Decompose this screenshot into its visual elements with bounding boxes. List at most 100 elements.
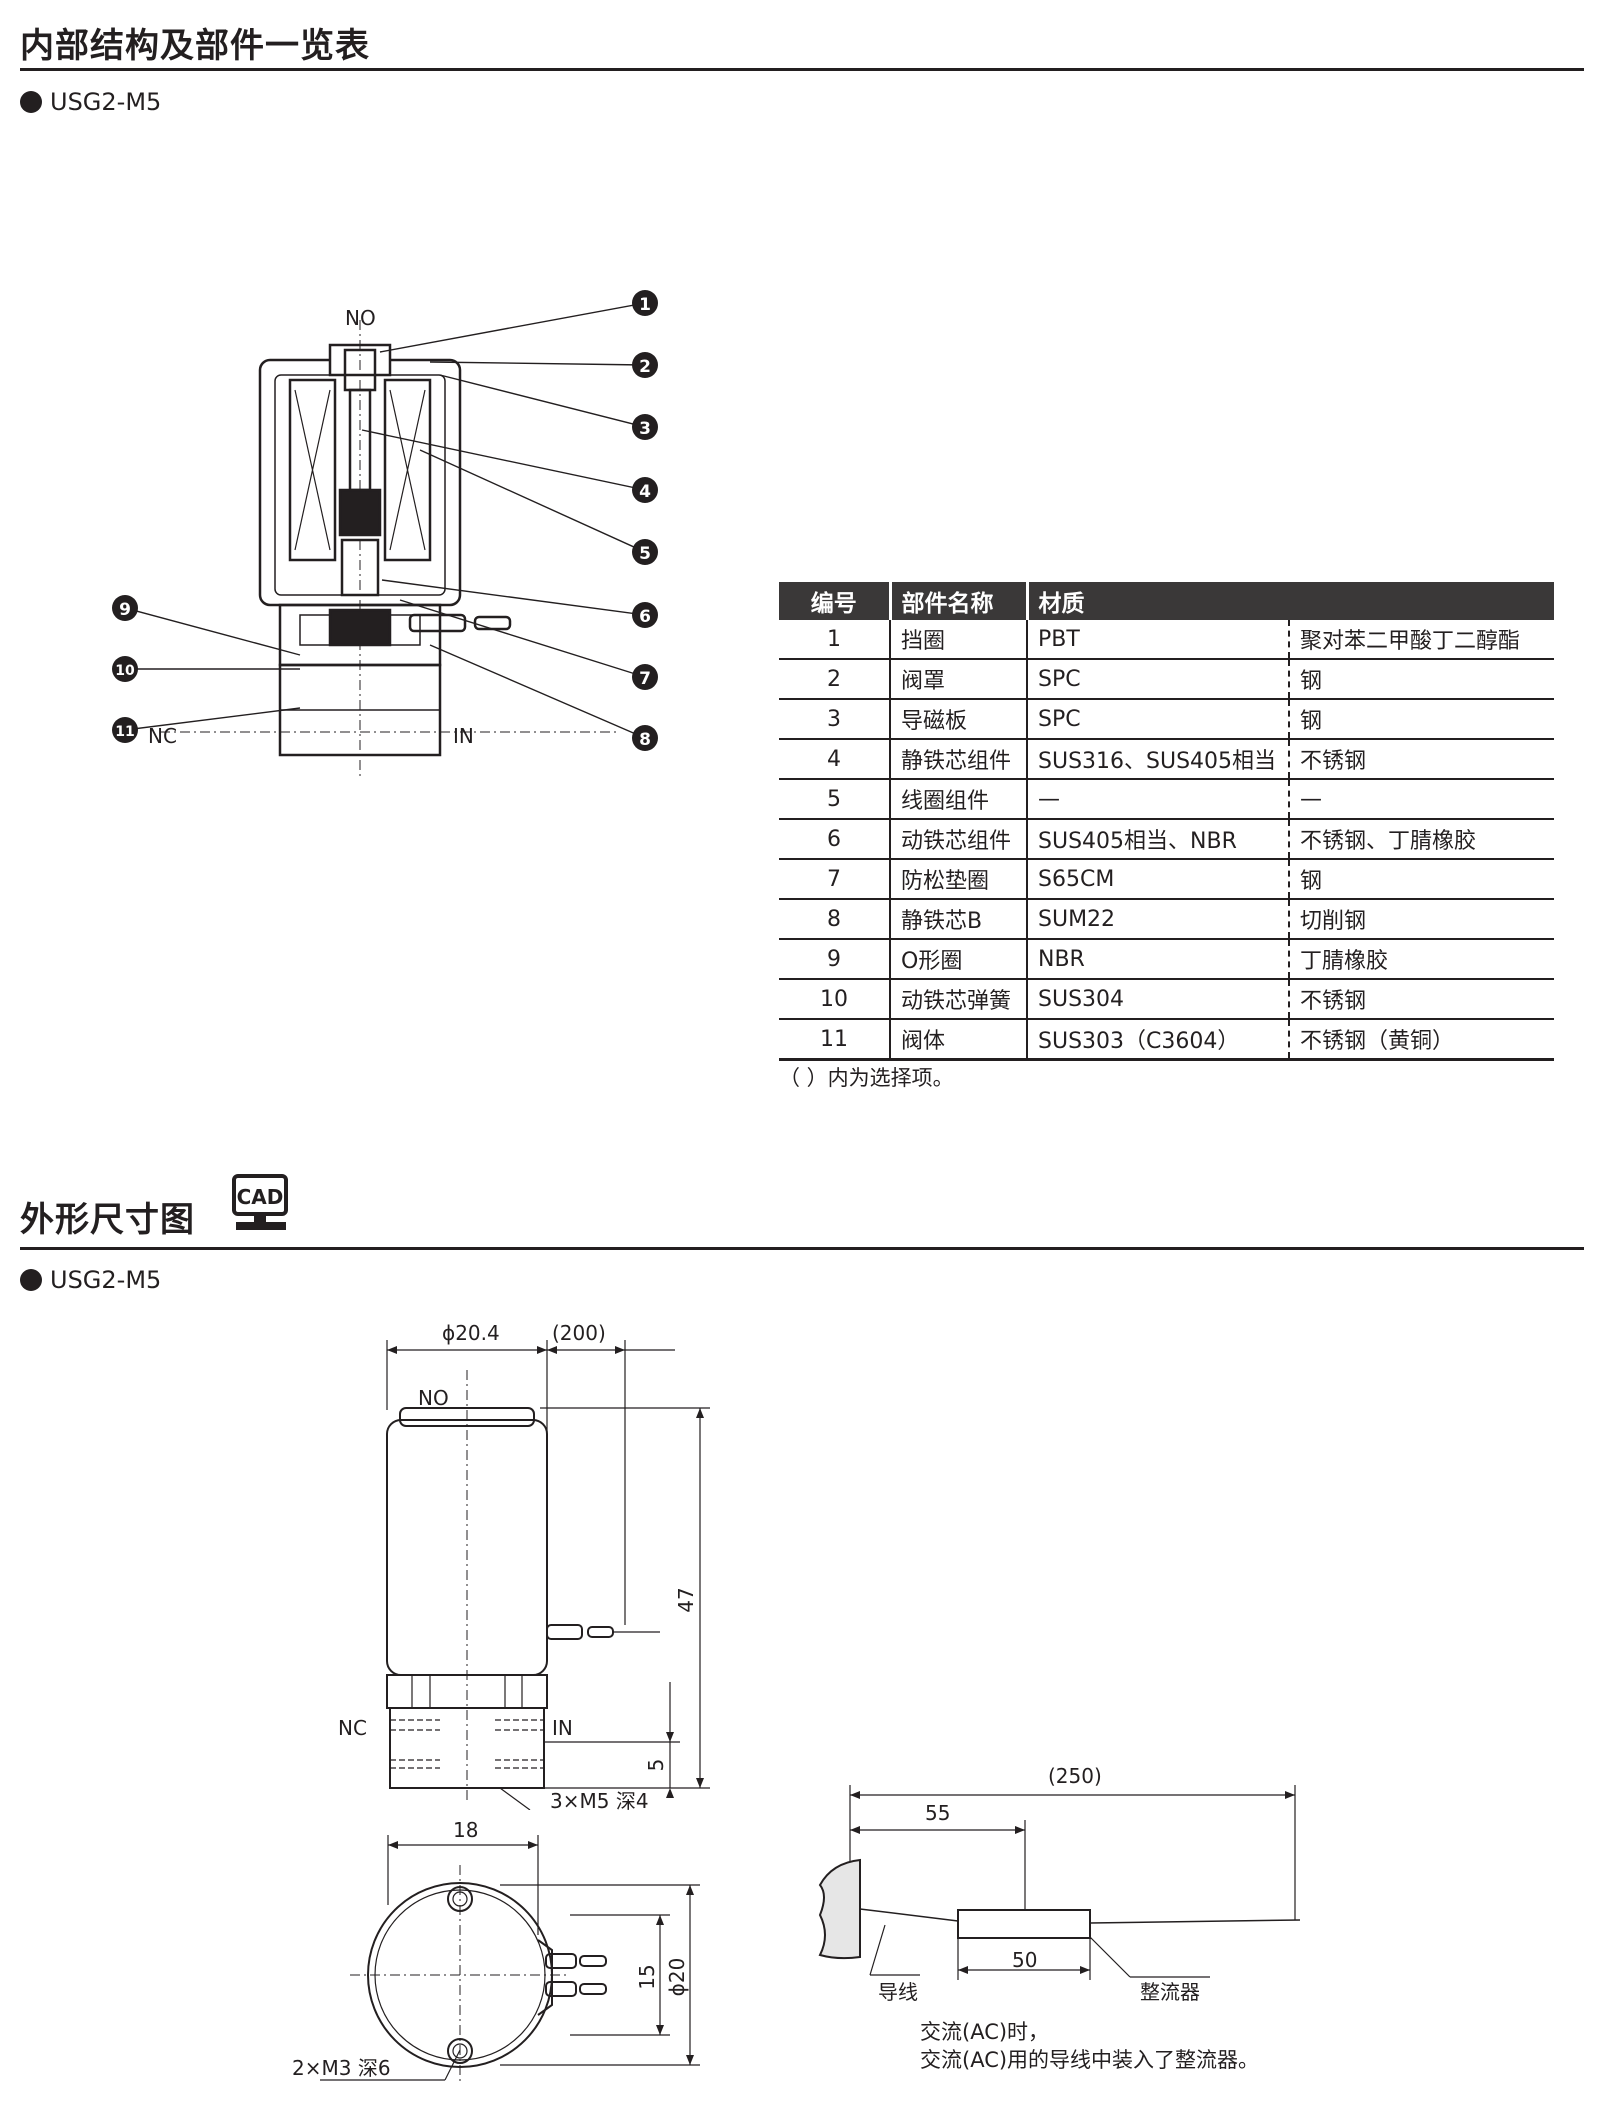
cell-desc: 丁腈橡胶 [1288,939,1554,980]
cell-material: SUS316、SUS405相当 [1026,739,1289,780]
callout-4: 4 [632,477,658,503]
dim-diameter-20: ɸ20 [665,1958,689,1997]
cell-no: 11 [779,1019,890,1061]
callout-10: 10 [112,656,138,682]
cad-icon[interactable]: CAD [230,1174,294,1232]
bullet-icon [20,1269,42,1291]
coil-right [383,378,432,562]
callout-6: 6 [632,602,658,628]
svg-text:2: 2 [639,357,651,377]
cell-material: SUS304 [1026,979,1289,1020]
cross-section-diagram: NO NC IN 1 2 3 4 5 6 7 8 9 10 11 [112,290,658,780]
cell-name: 动铁芯弹簧 [889,979,1027,1020]
dim-55: 55 [925,1801,950,1825]
cell-desc: — [1288,779,1554,820]
cell-no: 10 [779,979,890,1020]
ac-note: 交流(AC)时， 交流(AC)用的导线中装入了整流器。 [920,2018,1259,2074]
port-in-label: IN [453,724,474,748]
label-lead-wire: 导线 [878,1980,918,2004]
callout-2: 2 [632,352,658,378]
cell-name: 防松垫圈 [889,859,1027,900]
ac-note-line2: 交流(AC)用的导线中装入了整流器。 [920,2048,1260,2072]
cell-material: — [1026,779,1289,820]
header-material: 材质 [1025,582,1554,620]
cell-no: 7 [779,859,890,900]
cell-name: 挡圈 [889,620,1027,660]
cell-desc: 切削钢 [1288,899,1554,940]
lead-wire-drawing: (250) 55 50 导线 整流器 [818,1764,1301,2004]
svg-text:3: 3 [639,419,651,439]
label-rectifier: 整流器 [1140,1980,1200,2004]
body-block [389,1707,545,1789]
cell-no: 5 [779,779,890,820]
header-no: 编号 [779,582,890,620]
section-title-internal-structure: 内部结构及部件一览表 [20,26,370,66]
ac-note-line1: 交流(AC)时， [920,2020,1050,2044]
port-no-label: NO [345,306,376,330]
dim-18: 18 [453,1818,478,1842]
dim-50: 50 [1012,1948,1037,1972]
cell-material: SUM22 [1026,899,1289,940]
cell-no: 6 [779,819,890,860]
cell-material: SUS303（C3604） [1026,1019,1289,1061]
section-rule [20,1247,1584,1250]
cell-desc: 钢 [1288,699,1554,740]
cell-material: SUS405相当、NBR [1026,819,1289,860]
cell-name: 线圈组件 [889,779,1027,820]
cell-no: 3 [779,699,890,740]
svg-text:10: 10 [115,663,135,679]
cell-desc: 不锈钢（黄铜） [1288,1019,1554,1061]
cell-no: 9 [779,939,890,980]
bullet-icon [20,91,42,113]
section-title-dimensions: 外形尺寸图 [20,1200,195,1240]
cell-no: 2 [779,659,890,700]
callout-9: 9 [112,595,138,621]
cell-material: S65CM [1026,859,1289,900]
port-no-label: NO [418,1386,449,1410]
model-label: USG2-M5 [20,1266,161,1294]
cell-desc: 不锈钢 [1288,979,1554,1020]
cad-icon-label: CAD [237,1185,284,1209]
cell-desc: 聚对苯二甲酸丁二醇酯 [1288,620,1554,660]
cell-desc: 不锈钢、丁腈橡胶 [1288,819,1554,860]
svg-text:1: 1 [639,295,651,315]
coil-left [288,378,337,562]
cell-desc: 钢 [1288,859,1554,900]
front-view-drawing: ɸ20.4 (200) NO NC IN 47 5 3×M5 深4 [338,1321,710,1810]
top-view-drawing: 18 15 ɸ20 2×M3 深6 [292,1818,700,2085]
cell-no: 8 [779,899,890,940]
thread-note: 3×M5 深4 [550,1789,649,1810]
svg-text:11: 11 [115,724,134,740]
cell-material: PBT [1026,620,1289,660]
callout-5: 5 [632,539,658,565]
rectifier-block [957,1909,1091,1939]
cell-material: SPC [1026,659,1289,700]
cell-name: O形圈 [889,939,1027,980]
svg-text:5: 5 [639,544,651,564]
mount-note: 2×M3 深6 [292,2056,391,2080]
table-note: （ ）内为选择项。 [779,1066,954,1090]
dim-lead-length: (200) [552,1321,606,1345]
dim-total-length: (250) [1048,1764,1102,1788]
dim-height: 47 [674,1587,698,1612]
cell-name: 阀体 [889,1019,1027,1061]
section-rule [20,68,1584,71]
dim-diameter: ɸ20.4 [442,1321,500,1345]
cell-name: 阀罩 [889,659,1027,700]
svg-text:8: 8 [639,730,651,750]
cell-name: 静铁芯组件 [889,739,1027,780]
model-label: USG2-M5 [20,88,161,116]
port-in-label: IN [552,1716,573,1740]
callout-1: 1 [632,290,658,316]
callout-8: 8 [632,725,658,751]
svg-text:6: 6 [639,607,651,627]
